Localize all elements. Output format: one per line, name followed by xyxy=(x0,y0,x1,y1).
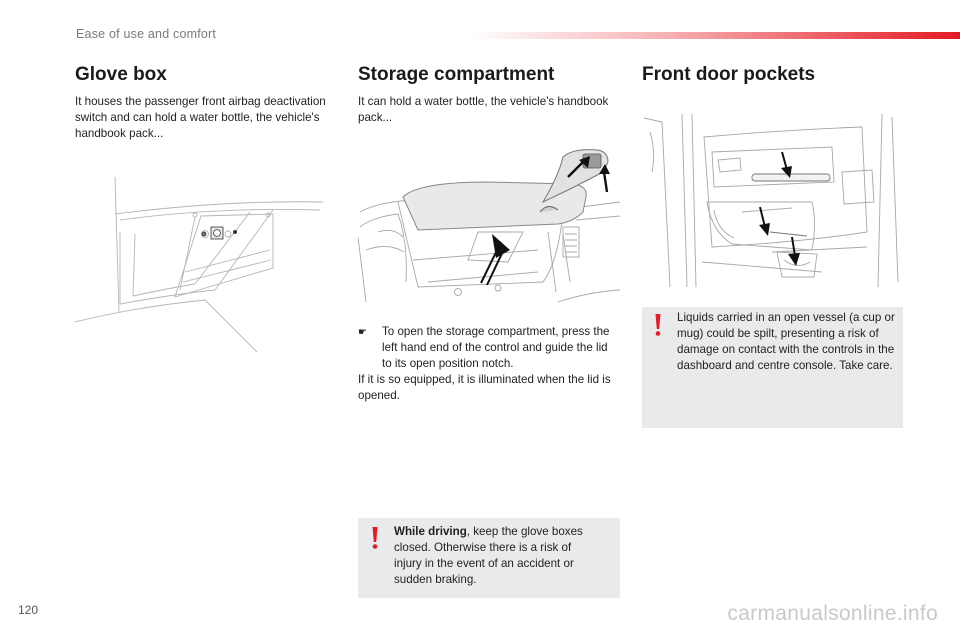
illumination-note: If it is so equipped, it is illuminated … xyxy=(358,373,611,402)
instruction-bullet-row: ☛ To open the storage compartment, press… xyxy=(358,324,620,372)
glove-box-title: Glove box xyxy=(75,64,167,85)
door-pocket-warning-text: Liquids carried in an open vessel (a cup… xyxy=(677,311,895,372)
driving-warning-box: While driving, keep the glove boxes clos… xyxy=(358,518,620,598)
door-pocket-warning-box: Liquids carried in an open vessel (a cup… xyxy=(642,307,903,428)
glove-box-description: It houses the passenger front airbag dea… xyxy=(75,95,326,140)
header-accent-bar xyxy=(470,32,960,39)
page-number: 120 xyxy=(18,603,39,617)
exclamation-icon xyxy=(372,527,378,549)
instruction-text: To open the storage compartment, press t… xyxy=(382,325,610,370)
driving-warning-text: While driving, keep the glove boxes clos… xyxy=(394,524,599,588)
storage-compartment-description: It can hold a water bottle, the vehicle'… xyxy=(358,95,609,124)
pointing-hand-icon: ☛ xyxy=(358,327,367,338)
header-section-title: Ease of use and comfort xyxy=(76,27,217,41)
storage-instructions: ☛ To open the storage compartment, press… xyxy=(358,324,620,404)
front-door-pockets-title: Front door pockets xyxy=(642,64,816,85)
driving-warning-bold: While driving xyxy=(394,525,467,538)
storage-compartment-illustration xyxy=(358,149,620,303)
door-pocket-illustration xyxy=(643,113,899,288)
exclamation-icon xyxy=(655,314,661,336)
watermark: carmanualsonline.info xyxy=(727,602,938,625)
glove-box-illustration xyxy=(75,176,324,353)
storage-compartment-title: Storage compartment xyxy=(358,64,555,85)
driving-warning-rest: , keep the glove boxes closed. Otherwise… xyxy=(394,525,583,586)
